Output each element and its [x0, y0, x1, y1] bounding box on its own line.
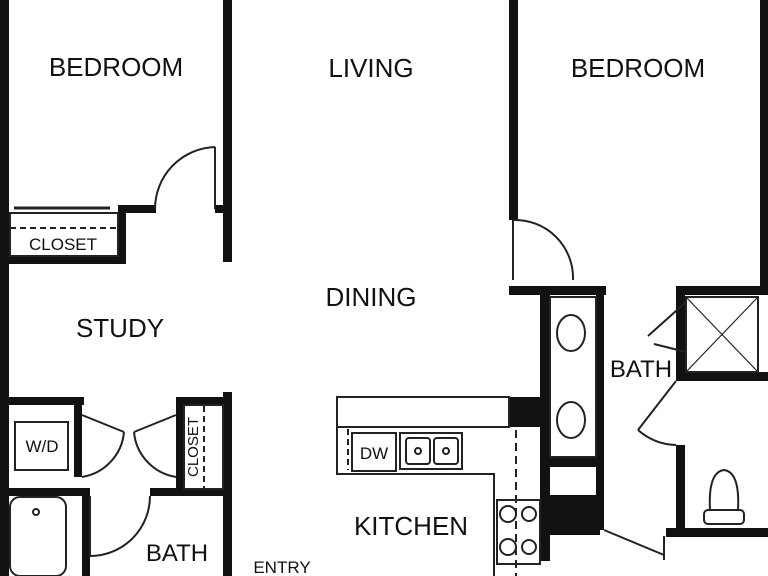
door-closet-swing: [133, 431, 177, 478]
kitchen-counter-outline: [336, 427, 495, 576]
wall-bedroom-right-bottom-a: [509, 286, 606, 295]
range-box: [496, 499, 541, 565]
wall-bath-bottom-top: [150, 488, 232, 496]
fixture-label-closet-vertical: CLOSET: [185, 417, 202, 477]
drain-left-icon: [414, 447, 422, 455]
room-label-bedroom-left: BEDROOM: [49, 52, 183, 82]
wall-bath-bottom-left: [82, 488, 90, 576]
door-wd-leaf: [81, 414, 125, 433]
wall-vanity-left: [540, 295, 550, 561]
room-label-bath-bottom: BATH: [146, 540, 208, 567]
sink-lower-icon: [556, 401, 586, 439]
fixture-label-washer-dryer: W/D: [25, 437, 58, 456]
fixture-label-closet-left: CLOSET: [29, 235, 97, 254]
toilet-tank: [703, 509, 745, 525]
sink-basin-right-icon: [433, 437, 459, 465]
wall-left-outer: [0, 0, 9, 576]
sink-basin-left-icon: [405, 437, 431, 465]
shower-diagonal-b: [685, 296, 759, 373]
wall-bedroom-left-bottom: [0, 256, 125, 264]
dishwasher-box: [351, 432, 397, 472]
tub-drain-icon: [32, 508, 40, 516]
kitchen-sink-outer: [399, 432, 463, 470]
wall-door-jamb: [215, 205, 231, 213]
fixture-labels: CLOSET W/D DW CLOSET: [25, 235, 388, 477]
wall-vanity-bottom: [548, 457, 600, 467]
closet-vertical-shelf: [183, 404, 224, 490]
sink-upper-icon: [556, 314, 586, 352]
wall-vanity-right: [596, 295, 604, 530]
wall-wd-top: [0, 397, 84, 405]
toilet-bowl-icon: [708, 468, 740, 511]
door-closet-leaf: [133, 414, 177, 433]
fixtures: [9, 146, 759, 576]
room-label-kitchen: KITCHEN: [354, 511, 468, 541]
wall-closet-top: [118, 205, 156, 213]
door-bath-right-swing: [637, 429, 677, 446]
kitchen-upper-counter: [336, 396, 510, 428]
wall-shower-left: [676, 295, 685, 379]
burner-4-icon: [521, 539, 537, 555]
room-label-dining: DINING: [326, 282, 417, 312]
room-labels: BEDROOM LIVING BEDROOM DINING STUDY BATH…: [49, 52, 705, 576]
washer-dryer-box: [14, 421, 69, 471]
wall-wd-bottom: [0, 488, 90, 496]
door-bedroom-right-swing: [512, 218, 575, 281]
room-label-bedroom-right: BEDROOM: [571, 53, 705, 83]
shower-door-2: [653, 343, 687, 353]
door-bedroom-left-swing: [154, 146, 216, 210]
vanity-counter: [549, 296, 597, 458]
door-bath-bottom-swing: [89, 495, 151, 557]
door-bath-right-leaf: [637, 380, 677, 431]
closet-left-shelf: [9, 212, 119, 257]
wall-closet-right: [118, 205, 126, 264]
bathtub: [9, 496, 67, 576]
wall-toilet-left: [676, 445, 685, 535]
wall-closet-v-left: [176, 397, 184, 489]
wall-bedroom-right-bottom-b: [676, 286, 768, 295]
wall-bedroom-left-right: [223, 0, 232, 262]
drain-right-icon: [442, 447, 450, 455]
burner-2-icon: [521, 506, 537, 522]
wall-vanity-bottom-2: [548, 495, 600, 535]
room-label-entry: ENTRY: [253, 558, 310, 576]
room-label-living: LIVING: [328, 53, 413, 83]
wall-closet-v-top: [176, 397, 232, 405]
shower-door: [647, 301, 687, 337]
wall-bedroom-right-left: [509, 0, 518, 220]
wall-kitchen-block: [509, 397, 543, 427]
burner-1-icon: [499, 505, 517, 523]
wall-right-outer: [760, 0, 768, 295]
room-label-study: STUDY: [76, 313, 164, 343]
wall-bath-mid: [676, 372, 768, 381]
door-wd-swing: [81, 431, 125, 478]
fixture-label-dishwasher: DW: [360, 444, 388, 463]
wall-closet-v-right: [223, 392, 232, 576]
burner-3-icon: [499, 538, 517, 556]
wall-bath-right-bottom: [666, 528, 768, 537]
room-label-bath-right: BATH: [610, 356, 672, 383]
wall-wd-right: [74, 397, 82, 477]
door-vanity-leaf: [603, 529, 665, 556]
shower-stall: [685, 296, 759, 373]
